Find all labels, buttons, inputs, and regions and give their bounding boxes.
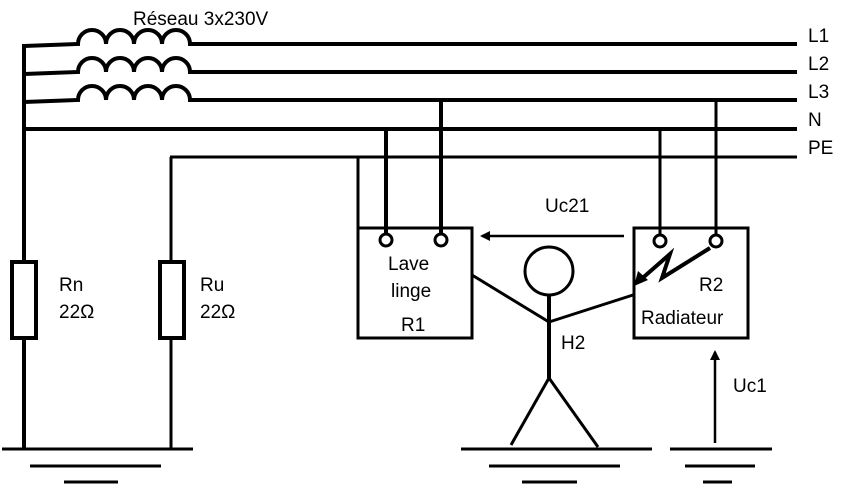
- uc1-label: Uc1: [733, 376, 767, 397]
- r1-ref: R1: [401, 315, 425, 336]
- r2-terminal-n: [652, 233, 668, 249]
- winding-l3: [23, 84, 797, 104]
- rn-name: Rn: [59, 275, 83, 296]
- r1-label-line2: linge: [391, 281, 431, 302]
- label-pe: PE: [808, 138, 833, 159]
- earth-symbol-person: [461, 447, 652, 484]
- uc21-label: Uc21: [545, 196, 589, 217]
- rn-value: 22Ω: [59, 302, 94, 323]
- ru-value: 22Ω: [200, 302, 235, 323]
- earth-symbol-network: [2, 447, 193, 484]
- earth-symbol-radiator: [670, 447, 772, 484]
- network-title: Réseau 3x230V: [133, 9, 269, 30]
- person-h2-figure: [471, 245, 634, 448]
- ru-name: Ru: [200, 275, 224, 296]
- person-label: H2: [561, 333, 585, 354]
- label-l3: L3: [808, 82, 829, 103]
- r2-name: Radiateur: [641, 308, 724, 329]
- winding-l1: [23, 28, 797, 48]
- r2-ref: R2: [699, 275, 723, 296]
- label-n: N: [808, 110, 822, 131]
- label-l2: L2: [808, 54, 829, 75]
- r1-terminal-l3: [433, 232, 449, 248]
- label-l1: L1: [808, 26, 829, 47]
- transformer-windings: [23, 28, 797, 104]
- resistor-ru: [158, 260, 186, 340]
- r2-terminal-l3: [708, 233, 724, 249]
- r1-label-line1: Lave: [388, 254, 429, 275]
- insulation-fault-icon: [634, 246, 712, 286]
- winding-l2: [23, 56, 797, 76]
- r1-terminal-n: [378, 232, 394, 248]
- resistor-rn: [10, 260, 38, 340]
- device-r1-box: [356, 226, 474, 340]
- device-r2-box: [632, 226, 750, 340]
